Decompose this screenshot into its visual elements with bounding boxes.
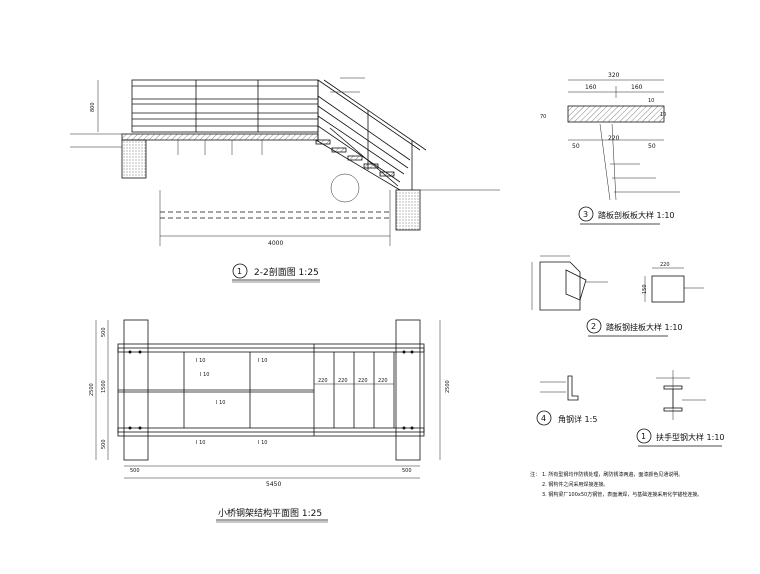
tread-section <box>567 105 665 123</box>
svg-text:2500: 2500 <box>445 380 451 393</box>
right-abutment <box>395 189 421 231</box>
plan-view: I 10 I 10 I 10 I 10 I 10 I 10 220 220 22… <box>89 319 451 523</box>
section-leaders <box>177 77 365 203</box>
svg-text:1: 1 <box>641 432 646 441</box>
svg-text:I 10: I 10 <box>196 358 205 364</box>
hanger-plate-side <box>651 275 685 303</box>
svg-text:10: 10 <box>648 98 654 104</box>
svg-text:小桥钢架结构平面图 1:25: 小桥钢架结构平面图 1:25 <box>218 507 322 519</box>
svg-text:踏板剖板板大样 1:10: 踏板剖板板大样 1:10 <box>598 210 675 220</box>
svg-text:500: 500 <box>101 327 107 337</box>
svg-text:I 10: I 10 <box>216 400 225 406</box>
svg-text:4: 4 <box>541 414 546 423</box>
svg-text:3. 钢构梁厂100x50方钢管，表面满焊，与基础连接采用化: 3. 钢构梁厂100x50方钢管，表面满焊，与基础连接采用化学锚栓连接。 <box>542 491 702 498</box>
svg-text:I 10: I 10 <box>258 440 267 446</box>
slat-dims: 220 220 220 220 <box>314 378 394 385</box>
svg-text:2500: 2500 <box>89 383 95 396</box>
svg-text:10: 10 <box>660 112 666 118</box>
plan-dims-right: 2500 <box>439 320 451 460</box>
plan-right-pier <box>395 319 421 461</box>
svg-text:注：: 注： <box>530 471 540 478</box>
svg-text:2: 2 <box>591 322 596 331</box>
dim-800: 800 <box>90 80 99 132</box>
plan-dims-bottom: 500 500 5450 <box>124 465 420 488</box>
svg-text:3: 3 <box>583 210 588 219</box>
svg-text:1: 1 <box>237 267 242 276</box>
deck-beam <box>121 133 319 141</box>
plan-title: 小桥钢架结构平面图 1:25 <box>216 507 328 523</box>
svg-text:1. 所有型钢均作防锈处理，刷防锈漆两遍，面漆颜色见通说明。: 1. 所有型钢均作防锈处理，刷防锈漆两遍，面漆颜色见通说明。 <box>542 471 683 478</box>
svg-text:500: 500 <box>101 439 107 449</box>
svg-text:50: 50 <box>648 143 656 150</box>
railing-flat <box>131 79 319 133</box>
dim-4000: 4000 <box>159 190 391 247</box>
svg-text:I 10: I 10 <box>258 358 267 364</box>
svg-text:4000: 4000 <box>268 240 283 247</box>
stair-steps <box>315 139 401 191</box>
svg-text:扶手型钢大样 1:10: 扶手型钢大样 1:10 <box>656 432 725 442</box>
svg-text:160: 160 <box>585 84 597 91</box>
svg-text:I 10: I 10 <box>196 440 205 446</box>
plan-dims-left: 500 1500 500 2500 <box>89 320 109 460</box>
svg-text:150: 150 <box>642 284 648 294</box>
detail-2: 220 150 2 踏板钢挂板大样 1:10 <box>531 255 704 337</box>
hanger-plate <box>539 261 581 311</box>
left-abutment <box>121 139 147 179</box>
svg-text:220: 220 <box>378 378 388 384</box>
svg-text:I 10: I 10 <box>200 372 209 378</box>
svg-text:220: 220 <box>608 135 620 142</box>
notes: 注： 1. 所有型钢均作防锈处理，刷防锈漆两遍，面漆颜色见通说明。 2. 钢构件… <box>530 471 702 498</box>
detail-1-handrail: 1 扶手型钢大样 1:10 <box>636 370 725 447</box>
section-2-2: 4000 800 1 2-2剖面图 1:25 <box>70 77 500 283</box>
svg-text:160: 160 <box>631 84 643 91</box>
svg-text:踏板钢挂板大样 1:10: 踏板钢挂板大样 1:10 <box>606 322 683 332</box>
svg-text:1500: 1500 <box>101 380 107 393</box>
detail-3: 320 160 160 70 10 10 50 220 50 3 踏板剖板板大样… <box>540 72 680 225</box>
svg-text:5450: 5450 <box>266 481 281 488</box>
svg-text:2. 钢构件之间采用焊接连接。: 2. 钢构件之间采用焊接连接。 <box>542 481 608 488</box>
svg-text:500: 500 <box>402 468 412 474</box>
svg-text:220: 220 <box>318 378 328 384</box>
angle-steel <box>567 375 579 401</box>
svg-text:角钢详 1:5: 角钢详 1:5 <box>558 414 597 424</box>
svg-text:220: 220 <box>358 378 368 384</box>
section-title: 1 2-2剖面图 1:25 <box>232 263 320 283</box>
svg-text:220: 220 <box>338 378 348 384</box>
svg-text:70: 70 <box>540 114 546 120</box>
detail-4: 4 角钢详 1:5 <box>536 375 597 426</box>
svg-text:500: 500 <box>130 468 140 474</box>
svg-text:50: 50 <box>572 143 580 150</box>
svg-text:220: 220 <box>660 262 670 268</box>
bolt-points <box>128 350 414 430</box>
svg-text:800: 800 <box>90 102 96 112</box>
svg-text:320: 320 <box>608 72 620 79</box>
svg-text:2-2剖面图 1:25: 2-2剖面图 1:25 <box>254 266 319 278</box>
